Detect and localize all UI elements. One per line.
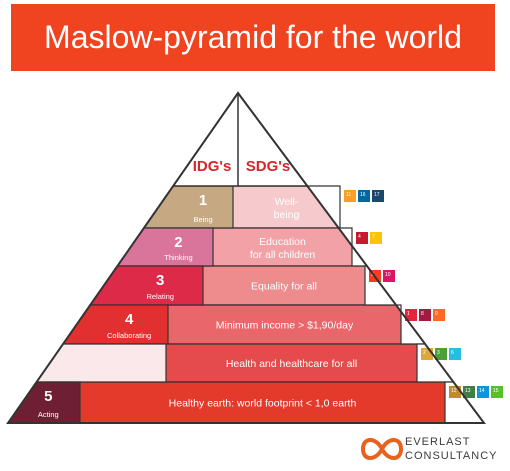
sdg-number-2: 2 bbox=[423, 350, 426, 356]
sdg-number-14: 14 bbox=[479, 388, 485, 394]
idg-label-2: Thinking bbox=[164, 253, 192, 262]
level-1-text: being bbox=[274, 209, 300, 221]
sdg-number-16: 16 bbox=[360, 192, 366, 198]
sdg-icon-3 bbox=[435, 348, 447, 360]
idg-number-3: 3 bbox=[156, 272, 164, 289]
sdg-icon-7 bbox=[370, 232, 382, 244]
title-banner: Maslow-pyramid for the world bbox=[11, 4, 495, 71]
sdg-icon-1 bbox=[405, 309, 417, 321]
level-3-text: Equality for all bbox=[251, 281, 317, 293]
idg-number-2: 2 bbox=[174, 234, 182, 251]
logo-text-everlast: EVERLAST bbox=[405, 436, 471, 448]
page-title: Maslow-pyramid for the world bbox=[44, 19, 462, 55]
sdg-number-12: 12 bbox=[451, 388, 457, 394]
everlast-logo: EVERLAST CONSULTANCY bbox=[360, 432, 500, 466]
sdg-number-3: 3 bbox=[437, 350, 440, 356]
level-5-text: Health and healthcare for all bbox=[226, 358, 357, 370]
sdg-number-6: 6 bbox=[451, 350, 454, 356]
logo-text-consultancy: CONSULTANCY bbox=[405, 450, 498, 462]
idg-label-6: Acting bbox=[38, 410, 59, 419]
sdg-icon-10 bbox=[383, 270, 395, 282]
sdg-icon-11 bbox=[344, 190, 356, 202]
level-6-text: Healthy earth: world footprint < 1,0 ear… bbox=[169, 398, 357, 410]
idg-cell-5 bbox=[35, 343, 167, 383]
idg-label-3: Relating bbox=[146, 292, 174, 301]
idg-label-1: Being bbox=[193, 215, 212, 224]
sdg-number-1: 1 bbox=[407, 311, 410, 317]
sdg-icon-13 bbox=[463, 386, 475, 398]
sdg-number-4: 4 bbox=[358, 234, 361, 240]
idg-label-4: Collaborating bbox=[107, 331, 151, 340]
sdg-icon-4 bbox=[356, 232, 368, 244]
sdg-number-10: 10 bbox=[385, 272, 391, 278]
sdg-icon-8 bbox=[419, 309, 431, 321]
sdg-number-7: 7 bbox=[372, 234, 375, 240]
sdg-icon-6 bbox=[449, 348, 461, 360]
sdg-icon-17 bbox=[372, 190, 384, 202]
level-2-text: for all children bbox=[250, 249, 316, 261]
sdg-number-17: 17 bbox=[374, 192, 380, 198]
sdg-column-header: SDG's bbox=[246, 158, 290, 175]
pyramid-outline bbox=[6, 91, 486, 424]
sdg-number-9: 9 bbox=[435, 311, 438, 317]
level-2-text: Education bbox=[259, 236, 306, 248]
level-1-text: Well- bbox=[275, 196, 299, 208]
sdg-number-13: 13 bbox=[465, 388, 471, 394]
infinity-icon bbox=[360, 438, 404, 460]
sdg-icon-14 bbox=[477, 386, 489, 398]
idg-column-header: IDG's bbox=[193, 158, 232, 175]
sdg-number-11: 11 bbox=[346, 192, 351, 198]
idg-number-4: 4 bbox=[125, 311, 134, 328]
idg-number-1: 1 bbox=[199, 192, 207, 209]
idg-cell-1 bbox=[142, 185, 234, 229]
level-4-text: Minimum income > $1,90/day bbox=[216, 320, 354, 332]
sdg-icon-9 bbox=[433, 309, 445, 321]
sdg-number-8: 8 bbox=[421, 311, 424, 317]
sdg-number-15: 15 bbox=[493, 388, 499, 394]
idg-number-6: 5 bbox=[44, 388, 52, 405]
sdg-icon-16 bbox=[358, 190, 370, 202]
sdg-icon-15 bbox=[491, 386, 503, 398]
